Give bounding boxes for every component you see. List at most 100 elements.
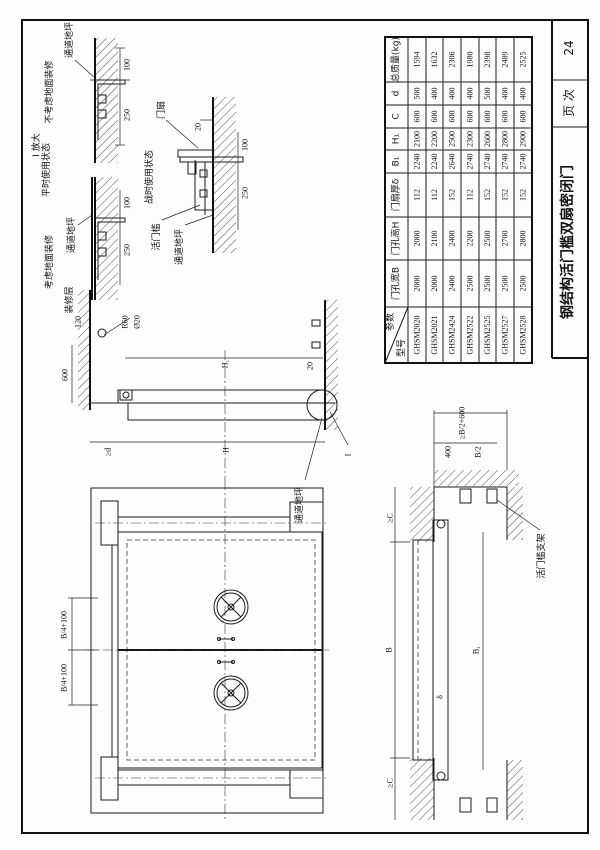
dim-b: B: [385, 647, 394, 652]
handwheel-icon[interactable]: [213, 675, 249, 711]
table-cell: 2489: [501, 52, 510, 68]
table-cell: 2740: [483, 154, 492, 170]
label-door-leaf: 门扇: [155, 101, 167, 119]
handle-icon[interactable]: [217, 637, 235, 641]
parameter-table: 参数型号门孔宽B门孔高H门扇厚δB₁H₁Cd总质量(kg)GHSM2020200…: [384, 36, 533, 364]
table-cell: 152: [483, 189, 492, 201]
detail-wartime: 100 250 20 门扇 战时使用状态 活门槛 通道地坪: [143, 97, 250, 265]
label-floor: 通道地坪: [293, 487, 305, 523]
title-block: 钢结构活门槛双扇密闭门 页 次 24: [551, 20, 588, 359]
table-cell: 2800: [519, 231, 528, 247]
dim-250: 250: [123, 244, 132, 256]
page-label: 页 次: [562, 89, 576, 117]
header-diagonal: [384, 306, 409, 364]
model-cell: GHSM2527: [501, 315, 510, 354]
label-floor: 通道地坪: [173, 229, 185, 265]
dim-quarter-b: B/4+100: [60, 664, 69, 692]
table-cell: 2500: [448, 131, 457, 147]
label-normal-state: 平时使用状态: [40, 143, 52, 197]
table-cell: 500: [413, 88, 422, 100]
detail-mark-i: I: [344, 453, 353, 456]
table-cell: 400: [466, 88, 475, 100]
model-cell: GHSM2528: [519, 315, 528, 354]
table-cell: 600: [483, 111, 492, 123]
table-cell: 400: [448, 88, 457, 100]
table-cell: 2000: [413, 231, 422, 247]
label-with-finish: 考虑地面装修: [43, 235, 55, 289]
side-section: 120 R60 Ø20 600 H₁ 20 H ≥d I 通道地坪: [61, 290, 353, 523]
table-cell: 2500: [483, 276, 492, 292]
table-border: [384, 36, 533, 364]
dim-ge-c: ≥C: [386, 778, 395, 788]
dim-100: 100: [123, 197, 132, 209]
table-cell: 600: [448, 111, 457, 123]
table-cell: 600: [413, 111, 422, 123]
dim-20: 20: [306, 362, 315, 370]
dim-b1: B₁: [472, 646, 481, 654]
handle-icon[interactable]: [217, 660, 235, 664]
dim-ge-half-b: ≥B/2+600: [458, 407, 467, 439]
table-cell: 2500: [466, 276, 475, 292]
table-cell: 2240: [413, 154, 422, 170]
table-cell: 2500: [519, 276, 528, 292]
column-header: C: [392, 113, 402, 119]
header-model: 型号: [396, 339, 407, 357]
table-cell: 2240: [430, 154, 439, 170]
column-header: d: [392, 91, 402, 97]
table-cell: 400: [430, 88, 439, 100]
dim-250: 250: [241, 187, 250, 199]
column-header: B₁: [392, 156, 402, 166]
table-cell: 600: [501, 111, 510, 123]
column-header: 门扇厚δ: [390, 178, 402, 211]
front-elevation: B/4+100 B/4+100: [60, 480, 330, 820]
table-cell: 2100: [413, 131, 422, 147]
column-header: 门孔宽B: [390, 267, 402, 300]
label-floor: 通道地坪: [65, 217, 77, 253]
table-cell: 2740: [466, 154, 475, 170]
table-cell: 2200: [430, 131, 439, 147]
dim-100: 100: [123, 59, 132, 71]
dim-20: 20: [194, 123, 203, 131]
label-floor: 通道地坪: [63, 22, 75, 58]
table-cell: 2000: [430, 276, 439, 292]
table-cell: 2400: [448, 276, 457, 292]
plan-view: ≥C ≥C B B₁ δ ≥B/2+600 400 B/2 活门槛支架: [385, 407, 547, 820]
header-params: 参数: [384, 313, 396, 331]
table-cell: 600: [519, 111, 528, 123]
table-cell: 2740: [519, 154, 528, 170]
table-cell: 2640: [448, 154, 457, 170]
table-cell: 2800: [501, 131, 510, 147]
detail-with-finish: 100 250 考虑地面装修 通道地坪 装修层: [43, 177, 132, 314]
page-number: 24: [562, 40, 576, 55]
table-cell: 2740: [501, 154, 510, 170]
dim-ge-c: ≥C: [386, 513, 395, 523]
model-cell: GHSM2522: [466, 315, 475, 354]
label-finish-layer: 装修层: [63, 286, 75, 313]
table-cell: 2500: [501, 276, 510, 292]
table-cell: 2600: [483, 131, 492, 147]
label-threshold-support: 活门槛支架: [535, 533, 547, 578]
table-cell: 2000: [413, 276, 422, 292]
dim-half-b: B/2: [474, 446, 483, 458]
column-header: H₁: [392, 133, 402, 144]
detail-no-finish: 100 250 不考虑地面装修 通道地坪: [43, 22, 132, 163]
handwheel-icon[interactable]: [213, 589, 249, 625]
dim-h1: H₁: [221, 360, 230, 369]
label-r60: R60: [121, 315, 130, 328]
table-cell: 2700: [501, 231, 510, 247]
table-cell: 400: [519, 88, 528, 100]
table-cell: 600: [430, 111, 439, 123]
dim-120: 120: [74, 316, 83, 328]
table-cell: 2500: [483, 231, 492, 247]
table-cell: 152: [519, 189, 528, 201]
table-cell: 2200: [466, 231, 475, 247]
label-threshold: 活门槛: [150, 223, 162, 250]
table-cell: 2525: [519, 52, 528, 68]
dim-quarter-b: B/4+100: [60, 611, 69, 639]
table-cell: 2300: [466, 131, 475, 147]
table-cell: 2100: [430, 231, 439, 247]
label-no-finish: 不考虑地面装修: [43, 60, 55, 123]
table-cell: 2900: [519, 131, 528, 147]
